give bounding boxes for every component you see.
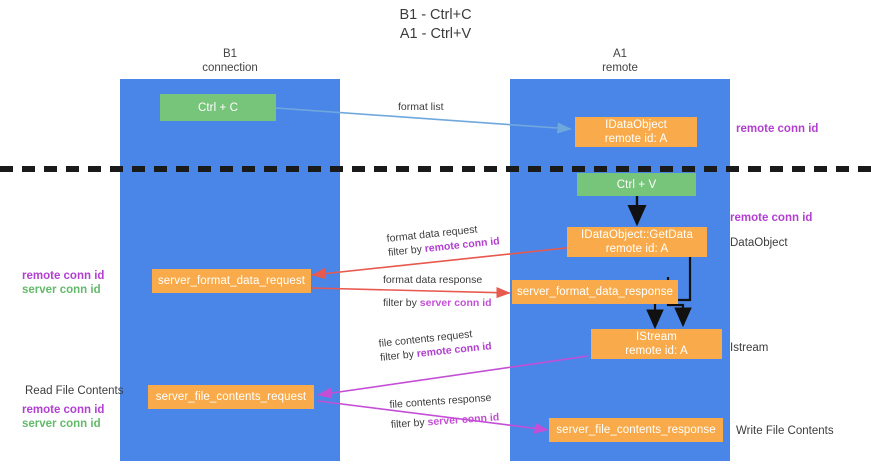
edge-label-file-contents-response-filter: filter by server conn id	[390, 410, 499, 432]
edge-label-file-contents-response: file contents response filter by server …	[389, 390, 500, 431]
annotation-left-bottom-server-conn-id: server conn id	[22, 418, 101, 430]
node-istream[interactable]: IStream remote id: A	[591, 329, 722, 359]
filter-prefix: filter by	[387, 243, 426, 259]
edge-label-format-data-response: format data response filter by server co…	[383, 273, 492, 310]
node-ctrl-c-label: Ctrl + C	[197, 101, 239, 114]
annotation-right-istream: Istream	[730, 342, 769, 354]
edge-label-format-list: format list	[398, 101, 444, 113]
node-istream-sublabel: remote id: A	[625, 345, 688, 357]
node-idataobject-label: IDataObject	[605, 119, 667, 131]
node-getdata-label: IDataObject::GetData	[581, 229, 693, 241]
annotation-right-dataobject: DataObject	[730, 237, 788, 249]
edge-label-file-contents-response-text: file contents response	[389, 391, 492, 411]
node-ctrl-v[interactable]: Ctrl + V	[577, 173, 696, 196]
node-getdata[interactable]: IDataObject::GetData remote id: A	[567, 227, 707, 257]
node-server-format-data-response[interactable]: server_format_data_response	[512, 280, 678, 304]
edge-label-format-data-request: format data request filter by remote con…	[386, 220, 500, 260]
annotation-right-remote-conn-id-mid: remote conn id	[730, 212, 813, 224]
lane-b1-subtitle: connection	[202, 62, 258, 74]
filter-prefix: filter by	[390, 416, 428, 431]
node-server-file-contents-request-label: server_file_contents_request	[155, 391, 307, 403]
filter-key-server-conn-id: server conn id	[427, 411, 500, 429]
node-server-file-contents-response[interactable]: server_file_contents_response	[549, 418, 723, 442]
edge-label-file-contents-request: file contents request filter by remote c…	[378, 325, 492, 365]
node-istream-label: IStream	[636, 331, 677, 343]
annotation-left-remote-conn-id: remote conn id	[22, 270, 105, 282]
lane-b1-title: B1	[222, 48, 238, 60]
node-server-file-contents-response-label: server_file_contents_response	[556, 424, 716, 436]
annotation-left-read-file-contents: Read File Contents	[25, 385, 124, 397]
node-idataobject-sublabel: remote id: A	[604, 133, 668, 145]
filter-key-server-conn-id: server conn id	[419, 297, 492, 309]
filter-prefix: filter by	[379, 348, 418, 364]
node-server-format-data-response-label: server_format_data_response	[516, 286, 674, 298]
node-server-format-data-request-label: server_format_data_request	[157, 275, 306, 287]
annotation-right-write-file-contents: Write File Contents	[736, 425, 834, 437]
annotation-left-server-conn-id: server conn id	[22, 284, 101, 296]
node-server-file-contents-request[interactable]: server_file_contents_request	[148, 385, 314, 409]
edge-label-format-data-response-text: format data response	[383, 274, 483, 286]
title-line-2: A1 - Ctrl+V	[399, 26, 472, 42]
filter-prefix: filter by	[383, 297, 420, 309]
lane-header-b1: B1 connection	[120, 47, 340, 75]
annotation-left-bottom-remote-conn-id: remote conn id	[22, 404, 105, 416]
node-ctrl-v-label: Ctrl + V	[616, 178, 657, 191]
node-ctrl-c[interactable]: Ctrl + C	[160, 94, 276, 121]
lane-header-a1: A1 remote	[510, 47, 730, 75]
node-idataobject[interactable]: IDataObject remote id: A	[575, 117, 697, 147]
node-getdata-sublabel: remote id: A	[605, 243, 669, 255]
annotation-right-remote-conn-id-top: remote conn id	[736, 123, 819, 135]
phase-separator	[0, 159, 871, 172]
node-server-format-data-request[interactable]: server_format_data_request	[152, 269, 311, 293]
lane-a1-title: A1	[612, 48, 628, 60]
edge-label-format-data-response-filter: filter by server conn id	[383, 296, 492, 310]
title-line-1: B1 - Ctrl+C	[399, 7, 472, 23]
page-title: B1 - Ctrl+C A1 - Ctrl+V	[0, 6, 871, 44]
lane-a1-subtitle: remote	[602, 62, 638, 74]
